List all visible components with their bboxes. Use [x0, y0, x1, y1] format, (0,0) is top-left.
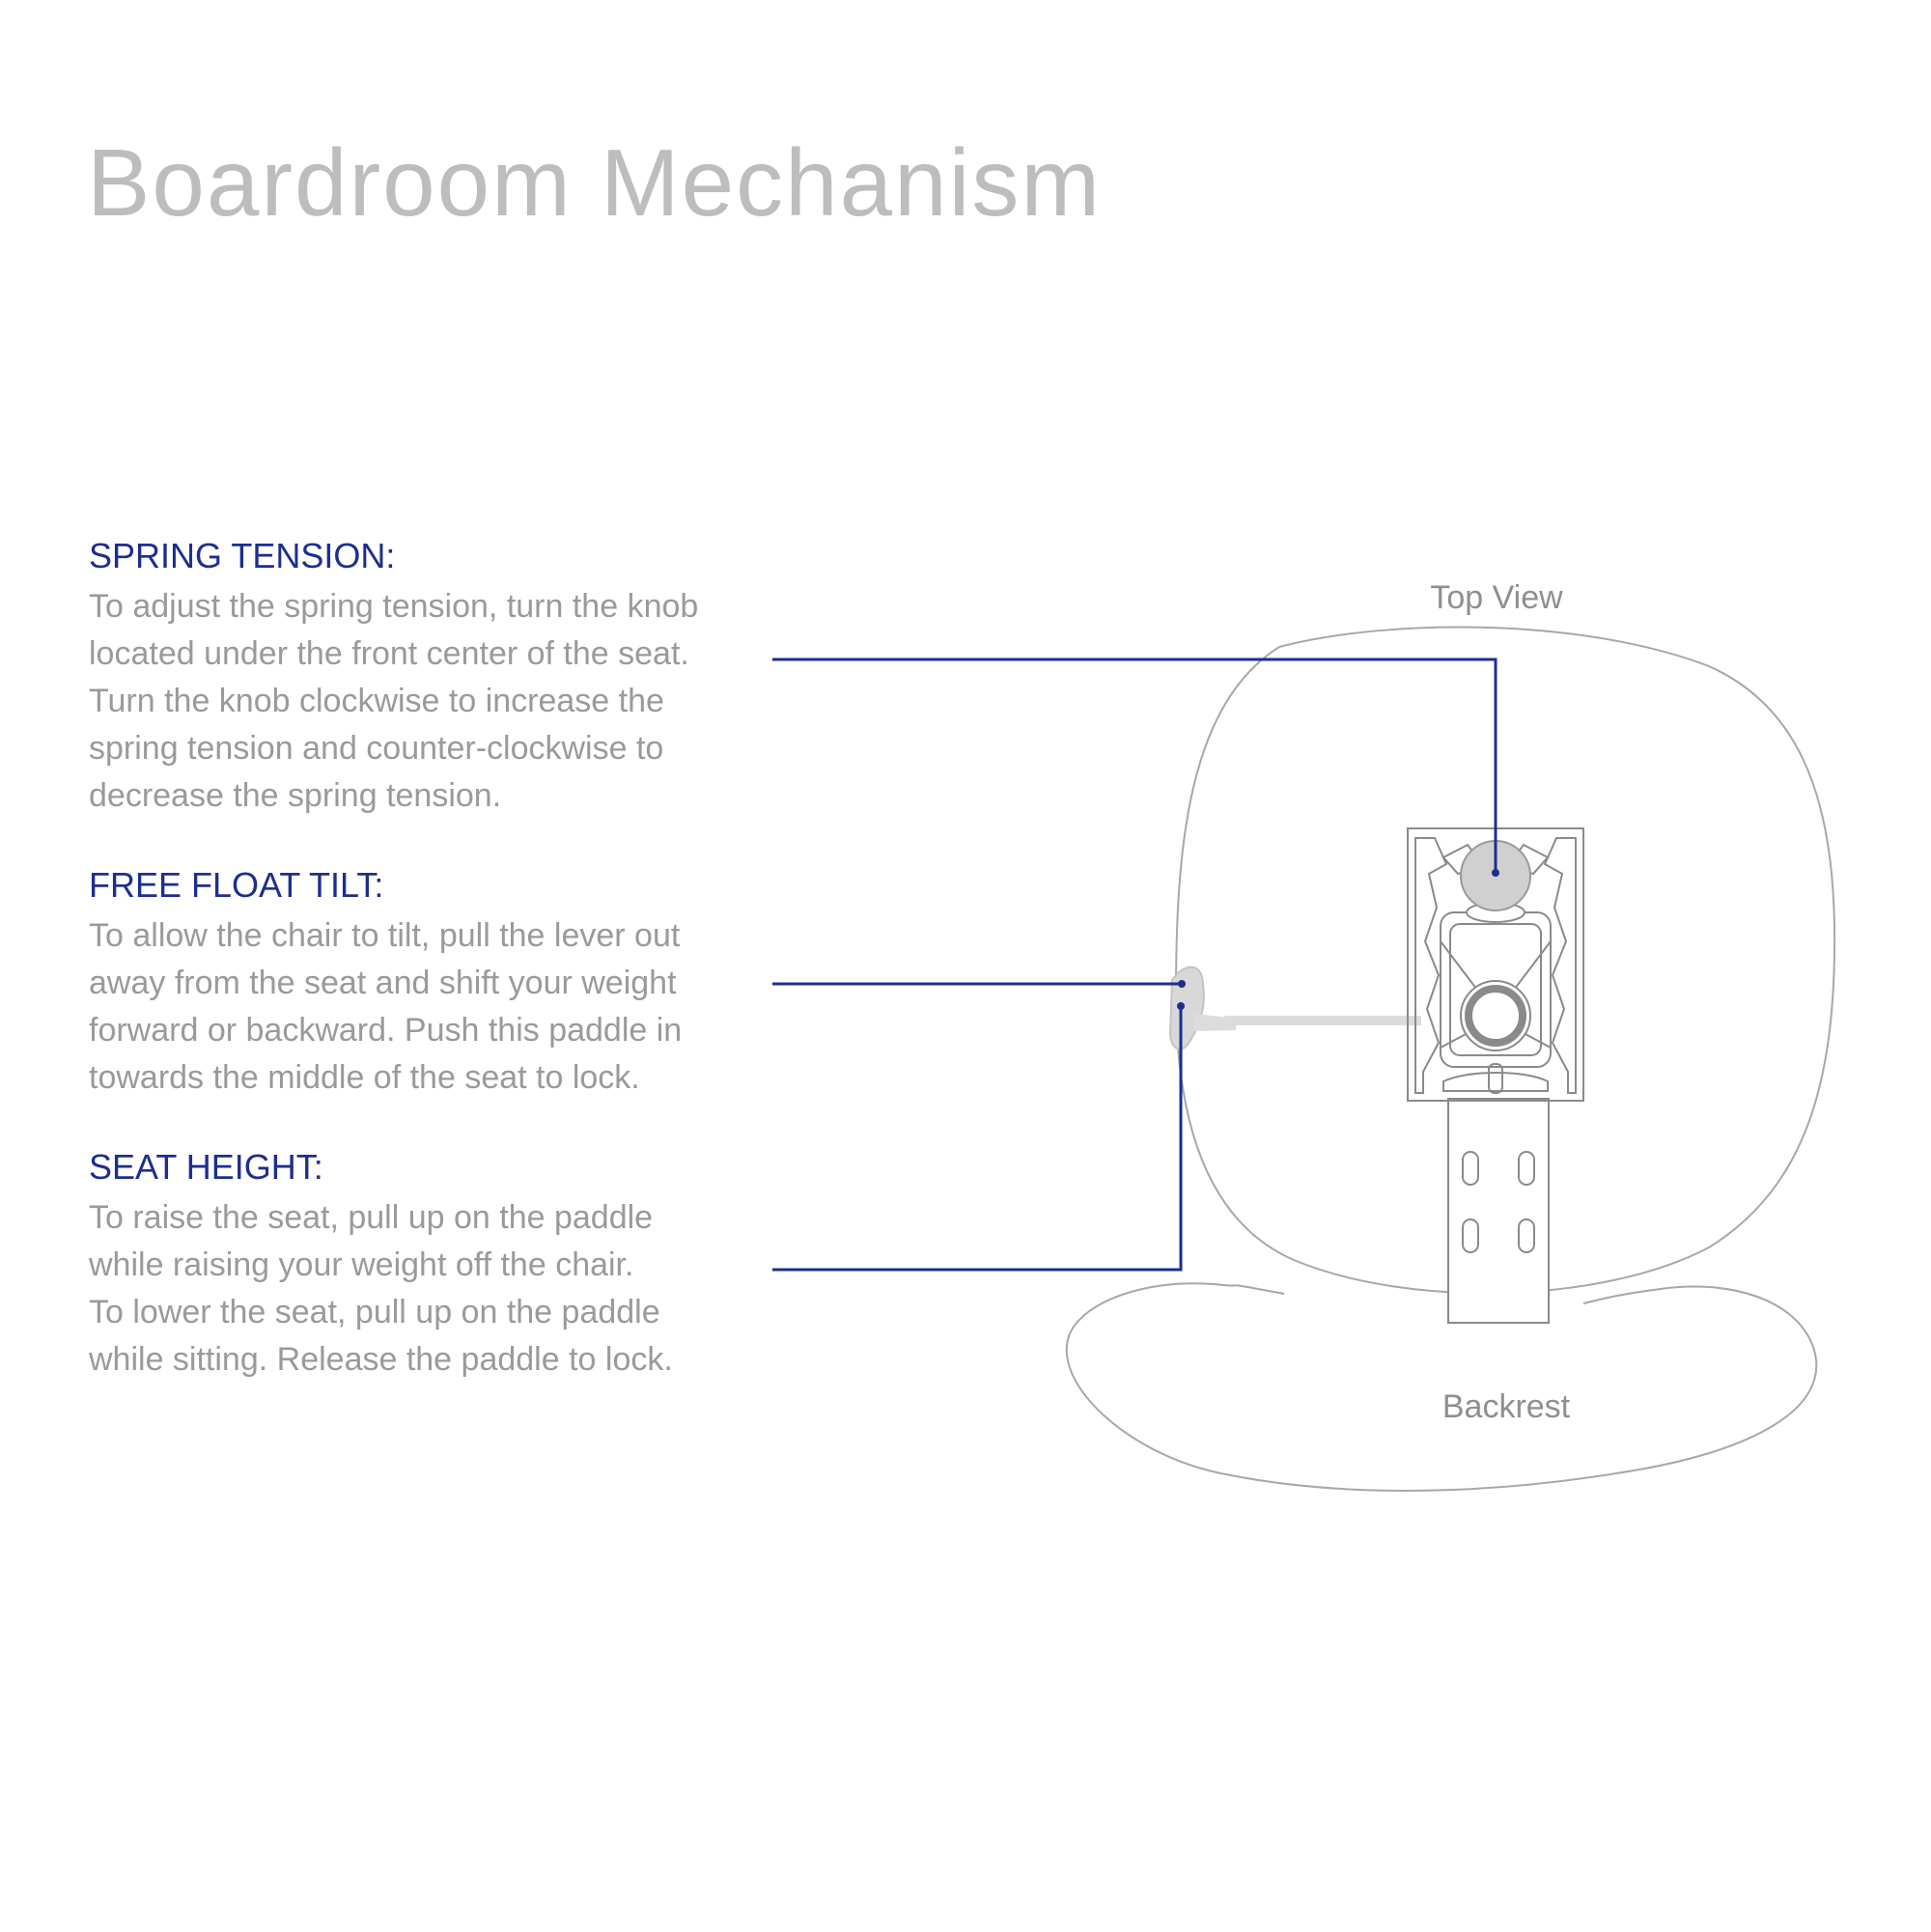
mounting-plate — [1447, 1098, 1550, 1324]
text-line: Turn the knob clockwise to increase the — [89, 683, 664, 719]
backrest-outline — [1065, 1282, 1818, 1492]
mounting-slot — [1518, 1218, 1535, 1253]
text-line: spring tension and counter-clockwise to — [89, 730, 664, 767]
text-line: To raise the seat, pull up on the paddle — [89, 1199, 654, 1236]
text-line: forward or backward. Push this paddle in — [89, 1012, 683, 1049]
top-view-label: Top View — [1430, 579, 1563, 616]
text-line: decrease the spring tension. — [89, 777, 502, 814]
text-line: To allow the chair to tilt, pull the lev… — [89, 917, 681, 954]
seat-height-section: SEAT HEIGHT: To raise the seat, pull up … — [89, 1144, 784, 1384]
backrest-label: Backrest — [1442, 1388, 1571, 1425]
free-float-tilt-text: To allow the chair to tilt, pull the lev… — [89, 912, 784, 1102]
text-line: To adjust the spring tension, turn the k… — [89, 588, 699, 625]
seat-height-heading: SEAT HEIGHT: — [89, 1147, 323, 1187]
text-line: while sitting. Release the paddle to loc… — [89, 1341, 673, 1378]
center-column — [1460, 980, 1531, 1051]
text-line: To lower the seat, pull up on the paddle — [89, 1294, 660, 1330]
callout-dot — [1492, 869, 1499, 877]
text-line: towards the middle of the seat to lock. — [89, 1059, 640, 1096]
free-float-tilt-heading: FREE FLOAT TILT: — [89, 865, 384, 905]
text-line: while raising your weight off the chair. — [89, 1246, 634, 1283]
seat-height-callout — [772, 1006, 1183, 1272]
spring-tension-section: SPRING TENSION: To adjust the spring ten… — [89, 533, 784, 820]
callout-dot — [1178, 980, 1186, 988]
spring-tension-callout — [772, 658, 1497, 873]
mechanism-housing — [1407, 827, 1584, 1102]
mounting-slot — [1518, 1151, 1535, 1186]
free-float-tilt-section: FREE FLOAT TILT: To allow the chair to t… — [89, 862, 784, 1102]
seat-height-text: To raise the seat, pull up on the paddle… — [89, 1194, 784, 1384]
text-line: located under the front center of the se… — [89, 635, 689, 672]
seat-height-paddle — [1193, 1014, 1236, 1031]
mounting-slot — [1462, 1218, 1479, 1253]
spring-tension-text: To adjust the spring tension, turn the k… — [89, 583, 784, 820]
page-title: Boardroom Mechanism — [87, 129, 1103, 236]
mounting-slot — [1462, 1151, 1479, 1186]
callout-dot — [1177, 1002, 1185, 1010]
spring-tension-heading: SPRING TENSION: — [89, 536, 396, 575]
callout-lines — [772, 658, 1497, 1272]
tilt-lever-rod — [1224, 1016, 1421, 1025]
text-line: away from the seat and shift your weight — [89, 965, 677, 1001]
